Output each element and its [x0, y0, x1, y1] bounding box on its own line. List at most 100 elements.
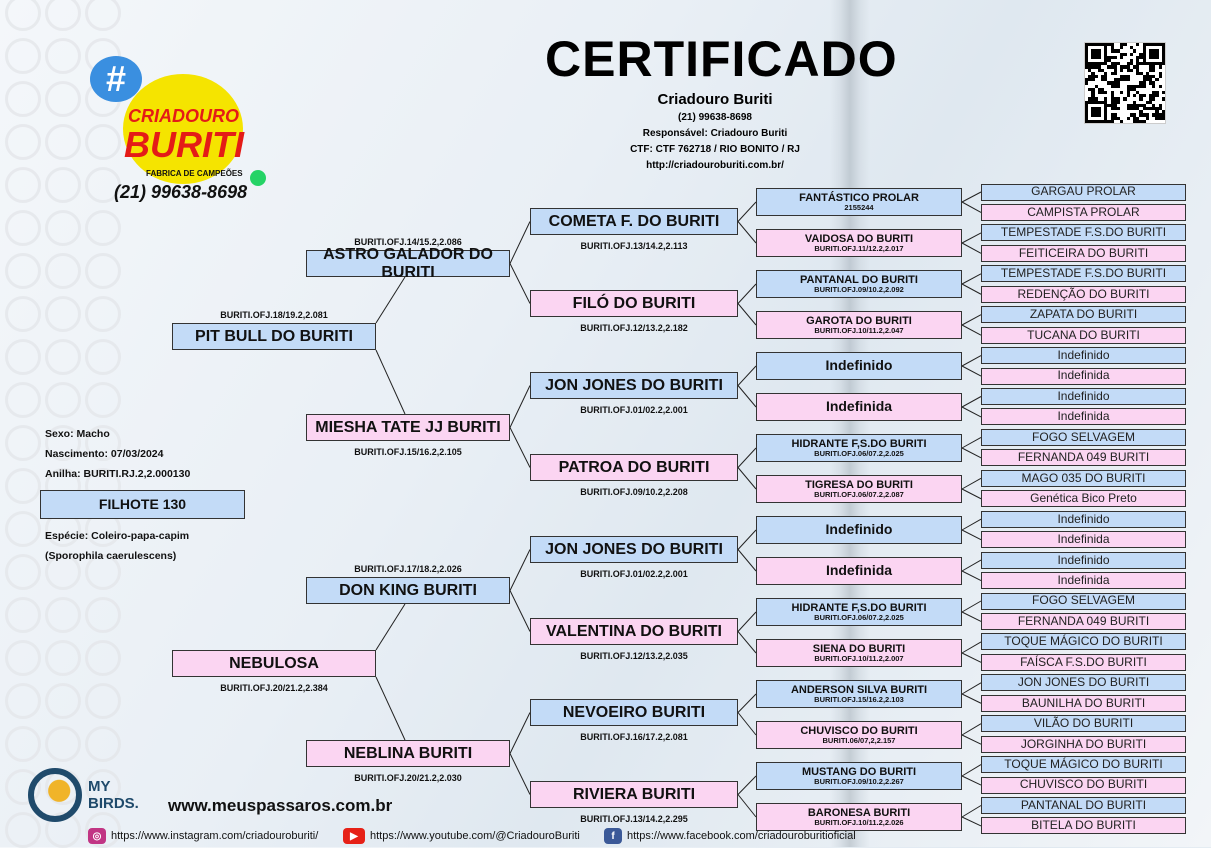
ancestor-ring: BURITI.OFJ.10/11.2,2.007 [814, 653, 904, 663]
decorative-circle [45, 425, 81, 461]
decorative-circle [5, 253, 41, 289]
gen3-ancestor-box: COMETA F. DO BURITI [530, 208, 738, 235]
breeder-website[interactable]: http://criadouroburiti.com.br/ [646, 160, 784, 171]
ancestor-ring: BURITI.OFJ.09/10.2,2.267 [814, 776, 904, 786]
gen3-ancestor-box: NEVOEIRO BURITI [530, 699, 738, 726]
youtube-url[interactable]: https://www.youtube.com/@CriadouroBuriti [370, 830, 580, 842]
connector-line [509, 712, 531, 754]
decorative-circle [5, 0, 41, 31]
connector-line [737, 201, 757, 222]
meuspassaros-link[interactable]: www.meuspassaros.com.br [168, 796, 393, 815]
facebook-link[interactable]: f https://www.facebook.com/criadouroburit… [604, 828, 856, 844]
facebook-icon: f [604, 828, 622, 844]
connector-line [961, 232, 982, 244]
decorative-circle [5, 425, 41, 461]
decorative-circle [5, 554, 41, 590]
ancestor-name: VAIDOSA DO BURITI [804, 232, 914, 245]
connector-line [961, 682, 982, 695]
gen3-ancestor-box: RIVIERA BURITI [530, 781, 738, 808]
gen2-ancestor-box: MIESHA TATE JJ BURITI [306, 414, 510, 441]
breeder-phone: (21) 99638-8698 [678, 112, 752, 123]
decorative-circle [5, 210, 41, 246]
decorative-circle [85, 640, 121, 676]
connector-line [961, 600, 982, 613]
gen2-ancestor-box: DON KING BURITI [306, 577, 510, 604]
qr-code[interactable] [1084, 42, 1166, 124]
decorative-circle [45, 726, 81, 762]
decorative-circle [85, 124, 121, 160]
facebook-url[interactable]: https://www.facebook.com/criadouroburiti… [627, 830, 856, 842]
gen5-ancestor-box: TOQUE MÁGICO DO BURITI [981, 756, 1186, 774]
decorative-circle [5, 124, 41, 160]
decorative-circle [45, 253, 81, 289]
connector-line [961, 570, 982, 581]
connector-line [961, 518, 982, 531]
connector-line [509, 221, 531, 264]
connector-line [737, 365, 757, 386]
youtube-icon: ▶ [343, 828, 365, 844]
breeder-name: Criadouro Buriti [657, 91, 773, 108]
decorative-circle [45, 640, 81, 676]
logo-tagline: FABRICA DE CAMPEÕES [146, 169, 243, 178]
gen3-ancestor-box: JON JONES DO BURITI [530, 372, 738, 399]
ancestor-name: SIENA DO BURITI [812, 642, 906, 655]
connector-line [961, 488, 982, 500]
ancestor-ring: BURITI.OFJ.10/11.2,2.047 [814, 325, 904, 335]
decorative-circle [85, 0, 121, 31]
decorative-circle [5, 511, 41, 547]
connector-line [737, 712, 757, 736]
mybirds-logo [28, 768, 82, 822]
connector-line [509, 549, 531, 591]
gen5-ancestor-box: TOQUE MÁGICO DO BURITI [981, 633, 1186, 651]
decorative-circle [45, 81, 81, 117]
decorative-circle [45, 296, 81, 332]
logo-text: CRIADOURO [128, 106, 239, 126]
decorative-circle [5, 683, 41, 719]
gen5-ancestor-box: BITELA DO BURITI [981, 817, 1186, 835]
connector-line [961, 242, 982, 254]
ancestor-name: BARONESA BURITI [807, 806, 911, 819]
connector-line [737, 794, 757, 818]
connector-line [961, 273, 982, 285]
gen1-ring-number: BURITI.OFJ.18/19.2,2.081 [220, 310, 328, 320]
gen5-ancestor-box: FAÍSCA F.S.DO BURITI [981, 653, 1186, 671]
logo-phone: (21) 99638-8698 [114, 182, 248, 202]
connector-line [737, 549, 757, 572]
connector-line [737, 775, 757, 795]
decorative-circle [85, 296, 121, 332]
connector-line [737, 631, 757, 654]
connector-line [737, 467, 757, 490]
ancestor-name: CHUVISCO DO BURITI [800, 724, 918, 737]
mybirds-brand: BIRDS. [88, 795, 139, 812]
decorative-circle [5, 296, 41, 332]
instagram-url[interactable]: https://www.instagram.com/criadouroburit… [111, 830, 319, 842]
gen1-ancestor-box: PIT BULL DO BURITI [172, 323, 376, 350]
gen5-ancestor-box: Indefinido [981, 551, 1186, 569]
gen3-ring-number: BURITI.OFJ.09/10.2,2.208 [580, 487, 688, 497]
gen2-ancestor-box: NEBLINA BURITI [306, 740, 510, 767]
gen5-ancestor-box: Indefinido [981, 510, 1186, 528]
youtube-link[interactable]: ▶ https://www.youtube.com/@CriadouroBurit… [343, 828, 580, 844]
connector-line [737, 303, 757, 326]
decorative-circle [5, 640, 41, 676]
connector-line [509, 590, 531, 632]
gen5-ancestor-box: TUCANA DO BURITI [981, 326, 1186, 344]
subject-name-box: FILHOTE 130 [40, 490, 245, 519]
ancestor-ring: BURITI.06/07,2,2.157 [822, 735, 896, 745]
connector-line [509, 263, 531, 304]
ancestor-ring: BURITI.OFJ.06/07.2,2.025 [814, 612, 904, 622]
connector-line [961, 641, 982, 654]
ancestor-name: GAROTA DO BURITI [806, 314, 912, 327]
decorative-circle [5, 382, 41, 418]
instagram-link[interactable]: ◎https://www.instagram.com/criadouroburi… [88, 828, 318, 844]
ancestor-ring: BURITI.OFJ.10/11.2,2.026 [814, 817, 904, 827]
connector-line [961, 723, 982, 736]
